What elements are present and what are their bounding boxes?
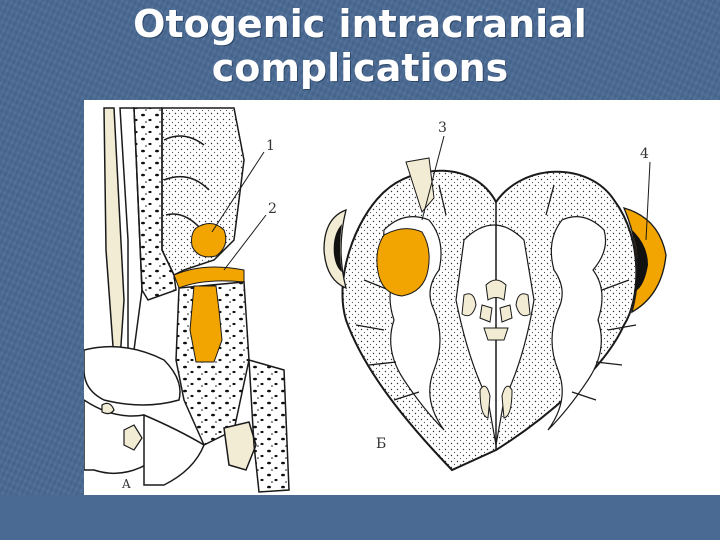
slide-title: Otogenic intracranial complications <box>0 2 720 90</box>
ventricle-structures <box>479 279 513 341</box>
ear-canal-structures <box>84 345 181 406</box>
label-4: 4 <box>640 146 649 162</box>
right-lateral-dark <box>632 230 648 292</box>
brain-abscess <box>376 228 430 297</box>
panel-b-diagram: 3 4 Б <box>323 120 667 472</box>
sulci-lines <box>355 184 637 401</box>
lower-canal-outline <box>143 413 205 486</box>
basal-ganglia-right <box>515 293 531 317</box>
white-matter-right <box>547 216 607 431</box>
ossicle-shapes <box>101 402 143 451</box>
leader-line-2 <box>223 214 267 271</box>
label-2: 2 <box>268 201 277 217</box>
anatomy-svg: 1 2 A <box>84 107 667 493</box>
panel-a-diagram: 1 2 A <box>84 107 290 493</box>
lower-ventricles <box>479 385 513 419</box>
panel-a-label: A <box>121 477 131 491</box>
inner-ear-block <box>223 421 257 471</box>
white-matter-left <box>383 216 445 431</box>
panel-b-label: Б <box>376 436 386 452</box>
anatomy-illustration: 1 2 A <box>84 100 720 495</box>
slide-title-line1: Otogenic intracranial <box>133 2 587 46</box>
left-lateral-dark <box>333 224 342 272</box>
slide-title-line2: complications <box>211 46 509 90</box>
abscess-1 <box>191 223 227 258</box>
slide-bottom-band <box>0 495 720 540</box>
leader-line-4 <box>645 161 651 241</box>
label-1: 1 <box>266 138 275 154</box>
mastoid-pus-channel <box>189 285 223 363</box>
subdural-wedge-3 <box>405 157 435 214</box>
leader-line-3 <box>421 135 445 221</box>
basal-ganglia-left <box>461 293 477 317</box>
right-bone-strip <box>248 358 290 493</box>
skull-plate-outer <box>103 107 125 361</box>
leader-line-1 <box>211 151 265 233</box>
label-3: 3 <box>438 120 447 136</box>
